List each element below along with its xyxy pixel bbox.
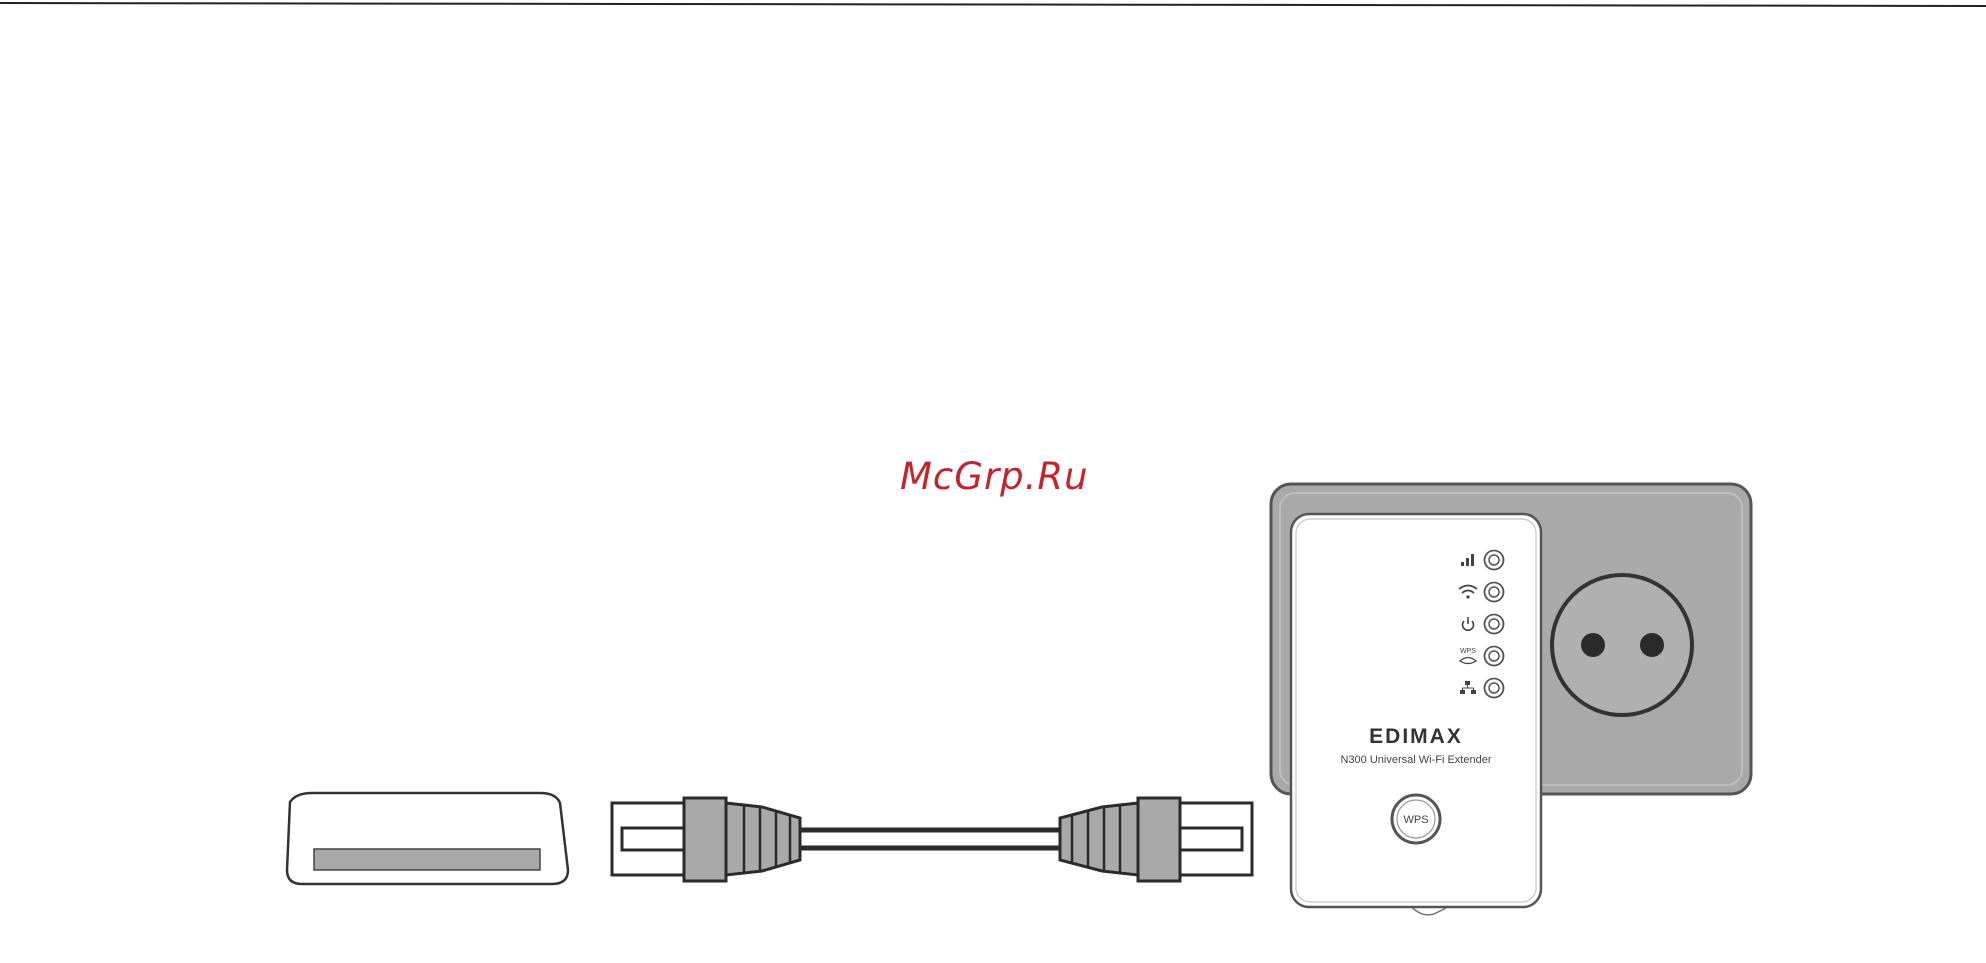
left-rj45-plug — [612, 798, 800, 881]
right-rj45-plug — [1060, 798, 1252, 881]
outlet-socket — [1552, 575, 1692, 715]
model-label: N300 Universal Wi-Fi Extender — [1341, 754, 1492, 766]
brand-logo: EDIMAX — [1369, 725, 1463, 748]
top-divider-line — [0, 3, 1986, 6]
ethernet-cable — [612, 798, 1252, 881]
outlet-hole-right — [1640, 633, 1664, 657]
client-device-port-panel — [314, 849, 540, 870]
wifi-extender: WPS EDIMAX N300 Universal Wi-Fi Extender… — [1291, 514, 1541, 915]
extender-body — [1291, 514, 1541, 907]
outlet-hole-left — [1581, 633, 1605, 657]
wps-button-label: WPS — [1403, 814, 1428, 826]
wps-led-label: WPS — [1460, 648, 1476, 655]
watermark-text: McGrp.Ru — [900, 455, 1100, 498]
client-device — [287, 793, 568, 884]
wps-button[interactable]: WPS — [1392, 795, 1440, 843]
